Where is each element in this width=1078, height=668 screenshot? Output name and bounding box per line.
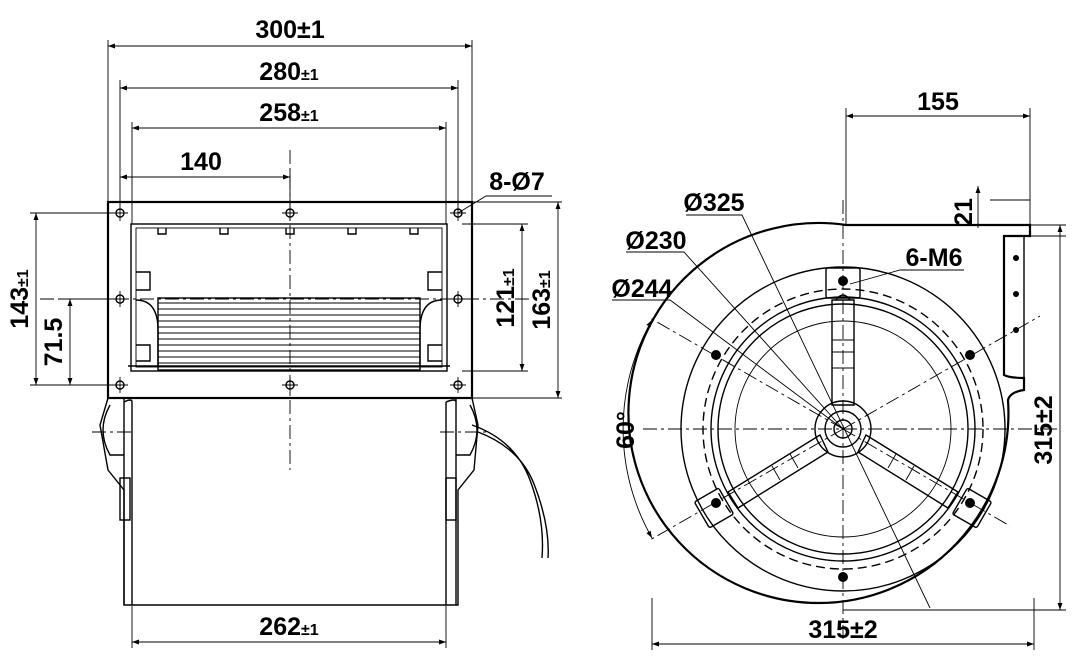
dim-71-5: 71.5 [40,318,68,367]
dim-143: 143±1 [6,269,34,329]
mount-6-m6: 6-M6 [906,244,963,272]
dim-315-horizontal: 315±2 [808,616,877,644]
dim-21: 21 [950,198,978,226]
dim-163: 163±1 [528,270,556,330]
angle-arc [622,319,653,539]
dim-258: 258±1 [259,99,319,127]
leader-244 [612,299,844,430]
front-centerlines [40,150,530,470]
dim-140: 140 [180,148,222,176]
holes-label: 8-Ø7 [489,168,545,196]
motor-spider [694,267,992,528]
dim-155: 155 [917,88,959,116]
power-cable [471,424,549,559]
side-extension-lines [651,108,1066,650]
dim-121: 121±1 [492,268,520,328]
dia-325: Ø325 [683,189,744,217]
side-centerlines [643,200,1060,640]
outlet-opening [130,223,448,372]
dim-280: 280±1 [259,58,319,86]
dim-262: 262±1 [259,613,319,641]
outlet-inner-edge [135,227,443,368]
angle-60: 60° [612,411,640,449]
dim-315-vertical: 315±2 [1030,395,1058,464]
dia-230: Ø230 [625,227,686,255]
leader-325 [686,214,931,609]
housing-body [99,397,479,606]
leader-m6 [849,269,964,285]
front-extension-lines [30,40,562,648]
opening-tabs [157,228,419,235]
impeller-wheel [128,297,450,371]
outlet-flange [1003,236,1025,378]
front-view: 300±1 280±1 258±1 140 8-Ø7 143±1 71.5 12… [6,16,562,648]
scroll-housing [627,221,1032,605]
dia-244: Ø244 [611,275,672,303]
dim-300: 300±1 [255,16,324,44]
side-clips [136,271,442,362]
leader-230 [626,251,844,430]
holes-leader [457,195,552,214]
side-view: 155 21 Ø325 Ø230 Ø244 6-M6 60° 315±2 315… [611,88,1066,650]
